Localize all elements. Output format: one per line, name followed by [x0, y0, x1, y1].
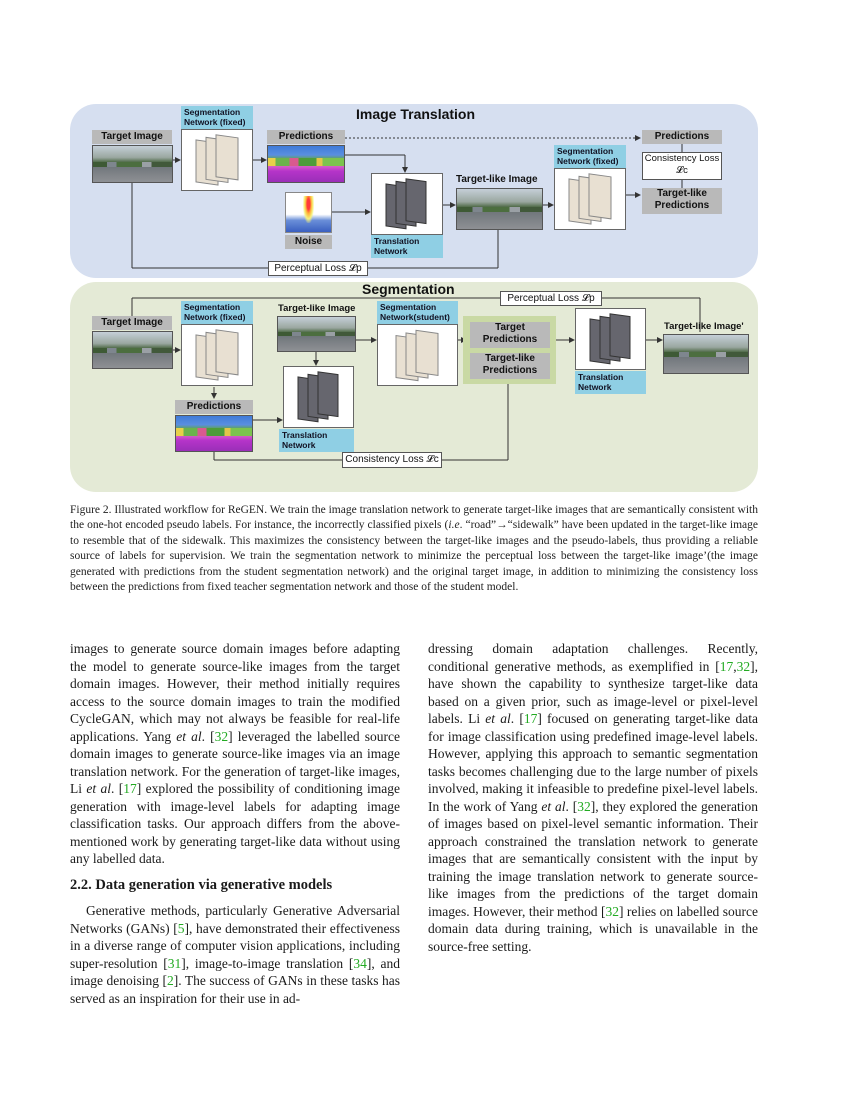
predictions-segmentation-map — [267, 145, 345, 183]
seg-net-fixed-label: Segmentation Network (fixed) — [181, 106, 253, 129]
perceptual-loss-bottom: Perceptual Loss 𝓛p — [500, 291, 602, 306]
citation-link[interactable]: 32 — [214, 728, 229, 744]
image-translation-title: Image Translation — [356, 106, 476, 122]
network-layers-icon — [297, 371, 339, 423]
target-like-image-prime-thumbnail — [663, 334, 749, 374]
citation-link[interactable]: 5 — [177, 920, 185, 936]
seg-net-fixed-right-block — [554, 168, 626, 230]
citation-link[interactable]: 32 — [577, 798, 591, 814]
predictions-right-label: Predictions — [642, 130, 722, 144]
seg-net-fixed-bottom-label: Segmentation Network (fixed) — [181, 301, 253, 324]
predictions-bottom-segmentation-map — [175, 415, 253, 452]
seg-net-student-block — [377, 324, 458, 386]
seg-net-fixed-right-label: Segmentation Network (fixed) — [554, 145, 626, 168]
section-heading: 2.2. Data generation via generative mode… — [70, 876, 333, 893]
predictions-bottom-label: Predictions — [175, 400, 253, 414]
target-image-bottom-thumbnail — [92, 331, 173, 369]
target-like-image-bottom-thumbnail — [277, 316, 356, 352]
network-layers-icon — [568, 173, 612, 225]
noise-label: Noise — [285, 235, 332, 249]
seg-net-fixed-bottom-block — [181, 324, 253, 386]
predictions-label: Predictions — [267, 130, 345, 144]
caption-text: . “road”→“sidewalk” have been updated in… — [70, 519, 758, 594]
right-column: dressing domain adaptation challenges. R… — [428, 640, 758, 955]
figure-caption: Figure 2. Illustrated workflow for ReGEN… — [70, 503, 758, 595]
consistency-loss-bottom: Consistency Loss 𝓛c — [342, 452, 442, 468]
consistency-loss-top: Consistency Loss 𝓛c — [642, 152, 722, 180]
noise-image — [285, 192, 332, 233]
target-like-image-prime-label: Target-like Image' — [664, 321, 744, 332]
citation-link[interactable]: 32 — [605, 903, 619, 919]
network-layers-icon — [385, 178, 427, 230]
caption-italic: i.e — [448, 519, 460, 532]
target-predictions-label: Target Predictions — [470, 322, 550, 348]
paragraph: Generative methods, particularly Generat… — [70, 903, 400, 1006]
translation-net-right-label: Translation Network — [575, 371, 646, 394]
seg-net-fixed-block — [181, 129, 253, 191]
left-column: images to generate source domain images … — [70, 640, 400, 1007]
paragraph: images to generate source domain images … — [70, 641, 401, 866]
network-layers-icon — [589, 313, 631, 365]
citation-link[interactable]: 31 — [167, 955, 182, 971]
target-image-thumbnail — [92, 145, 173, 183]
segmentation-title: Segmentation — [362, 281, 455, 297]
citation-link[interactable]: 17 — [719, 658, 734, 674]
citation-link[interactable]: 17 — [523, 711, 538, 726]
caption-text: Figure 2. Illustrated workflow for ReGEN… — [70, 504, 758, 532]
seg-net-student-label: Segmentation Network(student) — [377, 301, 458, 324]
target-like-image-bottom-label: Target-like Image — [278, 303, 356, 314]
citation-link[interactable]: 32 — [736, 658, 751, 674]
translation-net-right-block — [575, 308, 646, 370]
network-layers-icon — [195, 134, 239, 186]
citation-link[interactable]: 17 — [123, 781, 137, 796]
network-layers-icon — [395, 329, 439, 382]
network-layers-icon — [195, 329, 239, 381]
target-like-predictions-bottom-label: Target-like Predictions — [470, 353, 550, 379]
target-image-bottom-label: Target Image — [92, 316, 172, 330]
translation-net-label: Translation Network — [371, 235, 443, 258]
citation-link[interactable]: 34 — [353, 955, 367, 971]
target-like-image-thumbnail — [456, 188, 543, 230]
target-like-image-label: Target-like Image — [456, 174, 538, 185]
figure-connectors — [131, 135, 701, 461]
paragraph: dressing domain adaptation challenges. R… — [428, 641, 759, 954]
target-like-predictions-top: Target-like Predictions — [642, 188, 722, 214]
translation-net-bottom-label: Translation Network — [279, 429, 354, 452]
target-image-label: Target Image — [92, 130, 172, 144]
perceptual-loss-top: Perceptual Loss 𝓛p — [268, 261, 368, 276]
citation-link[interactable]: 2 — [167, 973, 174, 988]
translation-net-bottom-block — [283, 366, 354, 428]
translation-net-block — [371, 173, 443, 235]
